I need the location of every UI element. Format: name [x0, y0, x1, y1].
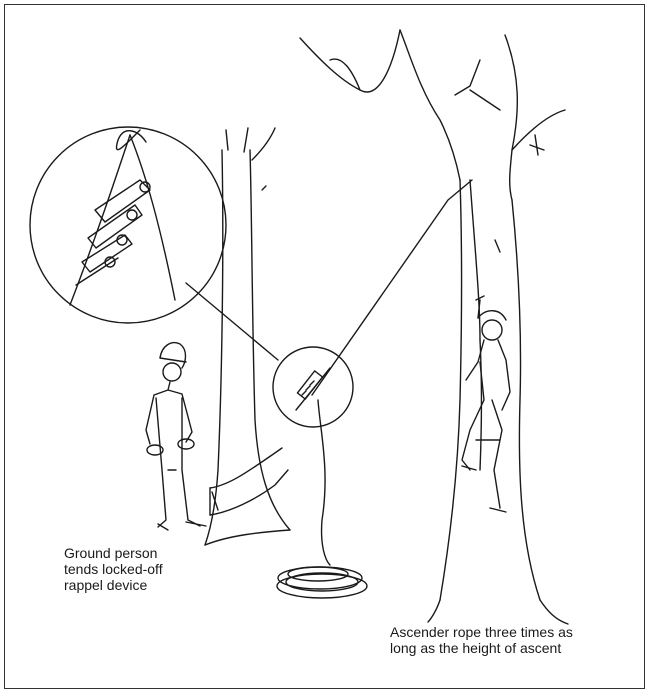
caption-line: Ascender rope three times as — [390, 624, 573, 640]
ground-person-caption: Ground person tends locked-off rappel de… — [64, 545, 163, 593]
caption-line: tends locked-off — [64, 561, 163, 577]
caption-line: rappel device — [64, 577, 163, 593]
ascender-rope — [312, 180, 482, 470]
right-tree — [300, 30, 568, 624]
climber — [462, 296, 510, 512]
magnified-inset — [30, 127, 226, 323]
ascender-rope-caption: Ascender rope three times as long as the… — [390, 624, 573, 656]
anchor-sling — [210, 448, 288, 515]
caption-line: Ground person — [64, 545, 163, 561]
ground-person — [146, 343, 206, 530]
rappel-device-callout — [186, 283, 353, 427]
caption-line: long as the height of ascent — [390, 640, 573, 656]
rope-coil — [277, 400, 367, 598]
